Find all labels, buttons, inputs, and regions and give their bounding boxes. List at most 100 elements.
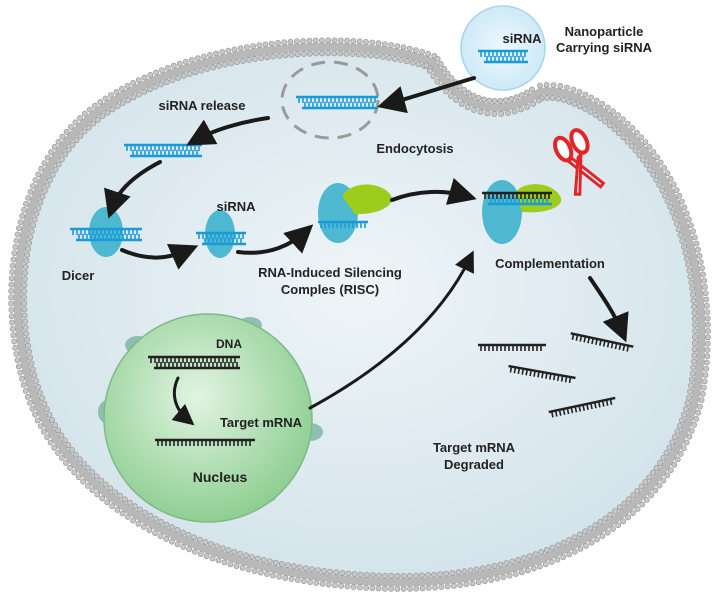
dicer-label: Dicer: [62, 268, 95, 283]
lipid-head: [471, 107, 477, 113]
lipid-head: [30, 366, 36, 373]
lipid-head: [59, 455, 65, 461]
lipid-head: [168, 524, 175, 531]
lipid-head: [699, 390, 706, 397]
lipid-head: [697, 259, 704, 265]
lipid-head: [518, 106, 524, 113]
lipid-head: [65, 442, 72, 449]
lipid-head: [503, 560, 510, 566]
lipid-head: [152, 515, 159, 522]
lipid-head: [640, 156, 646, 163]
lipid-head: [19, 375, 25, 382]
lipid-head: [537, 82, 543, 89]
lipid-head: [465, 90, 472, 96]
lipid-head: [225, 547, 232, 553]
lipid-head: [592, 522, 599, 529]
lipid-head: [400, 44, 407, 51]
lipid-head: [682, 249, 689, 256]
arrow-np-to-endosome: [377, 76, 476, 114]
lipid-head: [146, 527, 153, 533]
lipid-head: [594, 536, 600, 543]
lipid-head: [174, 541, 181, 548]
lipid-head: [130, 94, 137, 101]
lipid-head: [252, 56, 258, 62]
lipid-head: [186, 71, 193, 77]
lipid-head: [99, 113, 106, 119]
lipid-head: [147, 512, 154, 519]
lipid-head: [204, 66, 211, 72]
lipid-head: [691, 421, 697, 428]
lipid-head: [688, 427, 695, 434]
lipid-head: [620, 518, 626, 525]
lipid-head: [536, 97, 542, 104]
lipid-head: [75, 474, 82, 480]
lipid-head: [243, 44, 250, 50]
lipid-head: [690, 297, 697, 304]
lipid-head: [704, 353, 711, 360]
lipid-head: [24, 393, 31, 400]
lipid-head: [243, 552, 249, 559]
lipid-head: [272, 559, 279, 566]
lipid-head: [327, 568, 334, 575]
lipid-head: [109, 503, 116, 510]
lipid-head: [8, 275, 15, 282]
lipid-head: [657, 459, 663, 466]
lipid-head: [703, 296, 710, 303]
lipid-head: [130, 80, 136, 86]
lipid-head: [587, 525, 594, 532]
lipid-head: [683, 210, 690, 217]
lipid-head: [643, 496, 650, 503]
lipid-head: [72, 119, 79, 126]
lipid-head: [431, 571, 438, 578]
lipid-head: [176, 60, 183, 67]
lipid-head: [37, 389, 43, 396]
endosome-sirna-duplex: [296, 95, 378, 110]
lipid-head: [325, 581, 332, 588]
lipid-head: [650, 149, 657, 155]
lipid-head: [458, 101, 465, 107]
lipid-head: [695, 246, 701, 253]
lipid-head: [63, 128, 70, 135]
lipid-head: [667, 175, 674, 182]
lipid-head: [51, 444, 58, 451]
lipid-head: [386, 54, 392, 61]
lipid-head: [497, 561, 504, 568]
scissors-icon: [553, 128, 606, 196]
lipid-head: [554, 556, 561, 563]
lipid-head: [430, 73, 437, 80]
lipid-head: [30, 183, 36, 189]
lipid-head: [152, 530, 158, 536]
lipid-head: [543, 82, 550, 88]
lipid-head: [620, 134, 627, 141]
risc-complex: [318, 183, 392, 243]
lipid-head: [282, 52, 289, 59]
lipid-head: [89, 469, 96, 476]
lipid-head: [55, 138, 62, 145]
lipid-head: [339, 570, 346, 576]
lipid-head: [246, 57, 252, 63]
lipid-head: [676, 192, 683, 199]
lipid-head: [231, 46, 238, 53]
lipid-head: [319, 50, 325, 57]
lipid-head: [262, 41, 269, 48]
lipid-head: [647, 166, 653, 173]
lipid-head: [576, 531, 583, 538]
lipid-head: [24, 336, 30, 343]
lipid-head: [256, 42, 263, 49]
lipid-head: [661, 164, 668, 171]
lipid-head: [362, 39, 369, 45]
lipid-head: [593, 97, 600, 104]
arrow-risc-to-complementation: [390, 177, 477, 205]
lipid-head: [691, 309, 698, 316]
lipid-head: [163, 79, 170, 86]
lipid-head: [350, 584, 357, 590]
lipid-head: [55, 427, 61, 434]
lipid-head: [209, 555, 216, 562]
lipid-head: [182, 58, 189, 65]
lipid-head: [331, 582, 338, 589]
lipid-head: [92, 102, 98, 109]
lipid-head: [8, 307, 15, 313]
lipid-head: [687, 388, 693, 395]
lipid-head: [511, 108, 518, 115]
lipid-head: [692, 334, 698, 341]
